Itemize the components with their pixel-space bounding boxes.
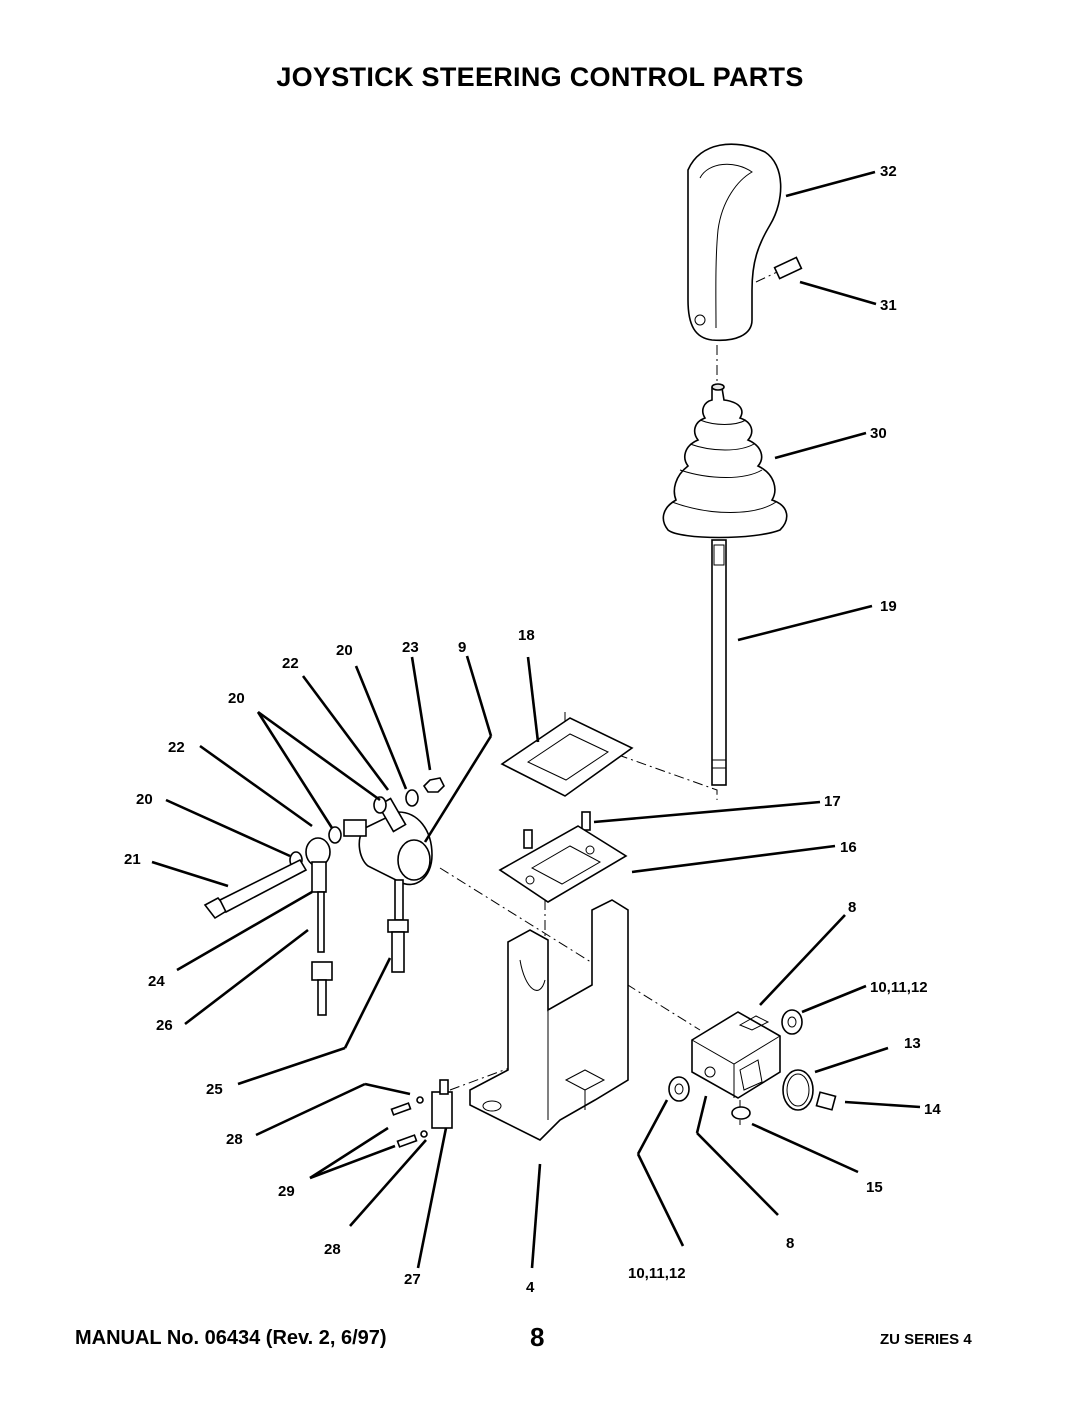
callout-24: 24 (148, 973, 165, 990)
sensor-part-9 (343, 797, 433, 973)
callout-23: 23 (402, 639, 419, 656)
callout-27: 27 (404, 1271, 421, 1288)
callout-17: 17 (824, 793, 841, 810)
axis-line-pin (755, 265, 791, 283)
callout-21: 21 (124, 851, 141, 868)
callout-28-top: 28 (226, 1131, 243, 1148)
callout-18: 18 (518, 627, 535, 644)
series-label: ZU SERIES 4 (880, 1331, 972, 1348)
block-part-8 (691, 1011, 781, 1099)
leader-lines (151, 170, 921, 1269)
pin-part-31 (773, 256, 803, 280)
washers-parts-20-22-23 (289, 777, 445, 869)
axis-line-block (439, 867, 701, 1031)
oring-part-13 (782, 1069, 814, 1111)
shaft-part-19 (711, 539, 727, 786)
switch-parts-27-28-29 (390, 1079, 453, 1148)
linkage-parts-24-26 (305, 837, 333, 1016)
callout-9: 9 (458, 639, 466, 656)
gasket-part-18 (500, 717, 634, 797)
page-number: 8 (530, 1322, 545, 1352)
manual-number: MANUAL No. 06434 (Rev. 2, 6/97) (75, 1327, 387, 1349)
axis-line-plate (564, 712, 718, 800)
callout-10-11-12-top: 10,11,12 (870, 979, 928, 996)
callout-10-11-12-bottom: 10,11,12 (628, 1265, 686, 1282)
boot-part-30 (662, 383, 788, 539)
callout-19: 19 (880, 598, 897, 615)
callout-22-top: 22 (282, 655, 299, 672)
callout-8-bottom: 8 (786, 1235, 794, 1252)
callout-20-mid: 20 (228, 690, 245, 707)
mount-part-4 (469, 899, 629, 1141)
callout-28-bottom: 28 (324, 1241, 341, 1258)
callout-26: 26 (156, 1017, 173, 1034)
callout-30: 30 (870, 425, 887, 442)
callout-4: 4 (526, 1279, 535, 1296)
callout-20-top: 20 (336, 642, 353, 659)
bolt-part-21 (203, 858, 308, 920)
setscrew-part-14 (815, 1091, 837, 1111)
ring-part-15 (731, 1106, 751, 1120)
callout-14: 14 (924, 1101, 941, 1118)
callout-16: 16 (840, 839, 857, 856)
callout-29: 29 (278, 1183, 295, 1200)
knob-part-32 (687, 143, 782, 342)
callout-15: 15 (866, 1179, 883, 1196)
screws-part-17 (523, 811, 591, 849)
callout-20-low: 20 (136, 791, 153, 808)
plate-part-16 (498, 825, 628, 903)
axis-line-switch (449, 1039, 586, 1091)
callout-32: 32 (880, 163, 897, 180)
callout-8-top: 8 (848, 899, 856, 916)
callout-31: 31 (880, 297, 897, 314)
page-title: JOYSTICK STEERING CONTROL PARTS (276, 62, 804, 92)
washers-parts-10-11-12 (668, 1009, 803, 1102)
callout-13: 13 (904, 1035, 921, 1052)
callout-25: 25 (206, 1081, 223, 1098)
callout-22-mid: 22 (168, 739, 185, 756)
